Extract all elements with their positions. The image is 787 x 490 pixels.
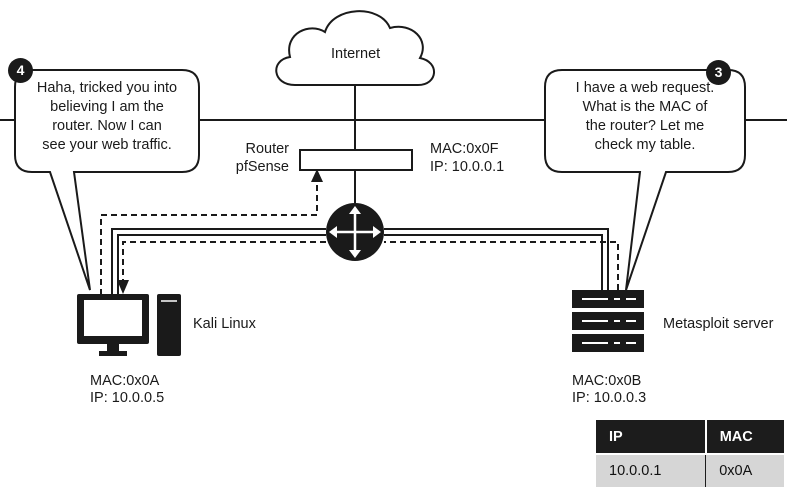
- right-bubble-line: the router? Let me: [585, 118, 705, 134]
- arrow-to-kali-icon: [117, 280, 129, 294]
- kali-ip: IP: 10.0.0.5: [90, 390, 165, 406]
- right-bubble-text: I have a web request. What is the MAC of…: [546, 79, 744, 155]
- router-box: [299, 149, 413, 171]
- router-ip: IP: 10.0.0.1: [430, 159, 505, 175]
- right-bubble-line: What is the MAC of: [582, 99, 708, 115]
- traffic-path-dashed: [100, 180, 619, 295]
- arp-table-cell-mac: 0x0A: [705, 453, 784, 487]
- right-bubble-line: check my table.: [594, 137, 696, 153]
- left-speech-bubble: [14, 69, 200, 291]
- left-bubble-line: see your web traffic.: [42, 137, 172, 153]
- step-3-badge: 3: [706, 60, 731, 85]
- table-row: 10.0.0.1 0x0A: [596, 453, 784, 487]
- kali-name: Kali Linux: [193, 316, 256, 332]
- arp-table-header-row: IP MAC: [596, 420, 784, 454]
- router-mac: MAC:0x0F: [430, 141, 499, 157]
- switch-icon: [326, 203, 384, 261]
- kali-computer-icon: [77, 294, 181, 356]
- right-bubble-line: I have a web request.: [575, 80, 715, 96]
- arp-table-cell-ip: 10.0.0.1: [596, 453, 706, 487]
- kali-cable: [111, 228, 326, 295]
- router-name-line1: Router: [245, 141, 289, 157]
- left-bubble-text: Haha, tricked you into believing I am th…: [16, 79, 198, 155]
- arrow-to-router-icon: [311, 169, 323, 182]
- metasploit-ip: IP: 10.0.0.3: [572, 390, 647, 406]
- left-bubble-line: Haha, tricked you into: [36, 80, 178, 96]
- metasploit-server-icon: [572, 290, 644, 352]
- arp-table-header-mac: MAC: [704, 420, 784, 454]
- metasploit-cable: [384, 228, 609, 290]
- router-name-line2: pfSense: [235, 159, 289, 175]
- metasploit-mac: MAC:0x0B: [572, 373, 642, 389]
- step-4-badge: 4: [8, 58, 33, 83]
- internet-cloud-icon: [275, 10, 435, 86]
- arp-table: IP MAC 10.0.0.1 0x0A: [596, 420, 784, 487]
- left-bubble-line: router. Now I can: [52, 118, 162, 134]
- kali-mac: MAC:0x0A: [90, 373, 160, 389]
- arp-table-header-ip: IP: [596, 420, 706, 454]
- left-bubble-line: believing I am the: [50, 99, 164, 115]
- right-speech-bubble: [544, 69, 746, 291]
- metasploit-name: Metasploit server: [663, 316, 774, 332]
- internet-label: Internet: [331, 46, 381, 62]
